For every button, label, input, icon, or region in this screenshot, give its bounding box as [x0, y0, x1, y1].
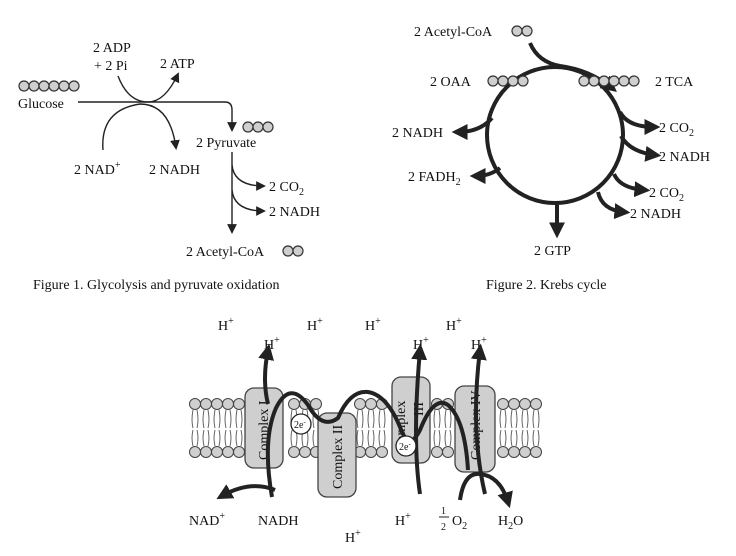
glucose-molecule-icon — [18, 80, 80, 92]
fadh-arrow — [469, 166, 502, 184]
figure-2-caption: Figure 2. Krebs cycle — [486, 278, 607, 293]
adp-label: 2 ADP — [93, 41, 131, 56]
krebs-nadh-b-arrow — [596, 191, 631, 220]
proton-label: H+ — [395, 511, 411, 529]
complex-1: Complex I — [244, 387, 284, 469]
nadh-to-nad-arrow — [216, 484, 276, 500]
complex-1-proton-arrow — [258, 343, 274, 405]
krebs-co2-b-label: 2 CO2 — [649, 186, 684, 204]
complex-4-proton-arrow — [470, 343, 487, 495]
nad-nadh-arrow — [102, 103, 180, 151]
electron-flow-path — [265, 389, 470, 498]
pi-label: + 2 Pi — [94, 59, 128, 74]
electron-pair-2: 2e- — [395, 435, 417, 457]
figure-1-caption: Figure 1. Glycolysis and pyruvate oxidat… — [33, 278, 280, 293]
nadh-label: 2 NADH — [149, 163, 200, 178]
figure-2-krebs: 2 Acetyl-CoA 2 OAA 2 TCA 2 NADH 2 FA — [392, 25, 710, 293]
nad-label: NAD+ — [189, 511, 225, 529]
co2-label: 2 CO2 — [269, 180, 304, 198]
pyruvate-molecule-icon — [242, 121, 274, 133]
pyruvate-label: 2 Pyruvate — [196, 136, 256, 151]
electron-pair-1: 2e- — [290, 413, 312, 435]
svg-text:2e-: 2e- — [399, 440, 411, 453]
svg-text:1: 1 — [441, 506, 446, 517]
krebs-co2-a-label: 2 CO2 — [659, 121, 694, 139]
nad-label: 2 NAD+ — [74, 160, 121, 178]
tca-molecule-icon — [578, 75, 640, 87]
svg-text:O2: O2 — [452, 514, 467, 532]
proton-label: H+ — [345, 528, 361, 546]
proton-label: H+ — [365, 316, 381, 334]
svg-text:2: 2 — [441, 522, 446, 533]
krebs-co2-a-arrow — [618, 110, 661, 135]
nadh-branch-arrow — [231, 189, 266, 216]
nadh2-label: 2 NADH — [269, 205, 320, 220]
proton-label: H+ — [307, 316, 323, 334]
complex-2-label: Complex II — [331, 425, 346, 489]
complex-2: Complex II — [317, 412, 357, 498]
acetyl-coa-molecule-icon — [282, 245, 304, 257]
glucose-label: Glucose — [18, 97, 64, 112]
half-oxygen-label: 1 2 O2 — [439, 506, 467, 533]
krebs-nadh-a-arrow — [619, 134, 662, 162]
krebs-acetyl-molecule-icon — [511, 25, 533, 37]
co2-branch-arrow — [231, 164, 266, 191]
glucose-to-pyruvate-arrow — [78, 101, 237, 132]
atp-label: 2 ATP — [160, 57, 195, 72]
figure-1-glycolysis: Glucose 2 ADP + 2 Pi 2 ATP 2 NAD+ 2 NADH… — [18, 41, 320, 293]
krebs-nadh-left-arrow — [451, 116, 494, 140]
proton-label: H+ — [446, 316, 462, 334]
svg-text:2e-: 2e- — [294, 418, 306, 431]
acetyl-coa-label: 2 Acetyl-CoA — [186, 245, 265, 260]
proton-label: H+ — [218, 316, 234, 334]
gtp-label: 2 GTP — [534, 244, 571, 259]
krebs-nadh-left-label: 2 NADH — [392, 126, 443, 141]
fadh-label: 2 FADH2 — [408, 170, 461, 188]
membrane-bilayer — [189, 398, 542, 458]
tca-label: 2 TCA — [655, 75, 694, 90]
krebs-acetyl-label: 2 Acetyl-CoA — [414, 25, 493, 40]
oaa-label: 2 OAA — [430, 75, 472, 90]
figure-3-electron-transport: H+ H+ H+ H+ H+ H+ H+ Complex I Complex I… — [189, 316, 542, 546]
oaa-molecule-icon — [487, 75, 529, 87]
nadh-label: NADH — [258, 514, 298, 529]
oxygen-to-water-arrow — [458, 471, 513, 509]
adp-atp-arrow — [117, 72, 180, 103]
complex-3-proton-arrow — [411, 343, 428, 495]
krebs-nadh-b-label: 2 NADH — [630, 207, 681, 222]
krebs-co2-b-arrow — [612, 173, 651, 198]
krebs-nadh-a-label: 2 NADH — [659, 150, 710, 165]
water-label: H2O — [498, 514, 523, 532]
krebs-cycle-ring — [485, 65, 625, 205]
